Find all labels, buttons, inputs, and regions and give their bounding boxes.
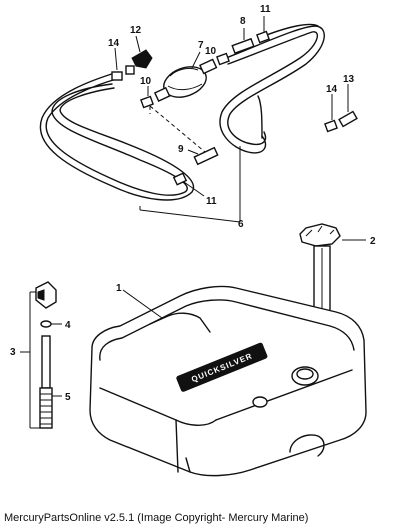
- callout-4: 4: [65, 320, 71, 331]
- callout-8: 8: [240, 16, 246, 27]
- callout-14-right: 14: [326, 84, 338, 95]
- callout-10-lower: 10: [140, 76, 152, 87]
- copyright-footer: MercuryPartsOnline v2.5.1 (Image Copyrig…: [4, 512, 309, 524]
- engine-connector-13: [338, 110, 358, 128]
- callout-9: 9: [178, 144, 184, 155]
- callout-5: 5: [65, 392, 71, 403]
- pickup-tube-assembly: [35, 281, 57, 429]
- callout-10-upper: 10: [205, 46, 217, 57]
- clamp-11-lower: [172, 172, 188, 186]
- clamp-11-top: [256, 30, 270, 44]
- callout-14-left: 14: [108, 38, 120, 49]
- tank-connector-12: [131, 49, 153, 69]
- callout-11-lower: 11: [206, 196, 217, 207]
- nut-14-left: [111, 71, 123, 81]
- fuel-tank: QUICKSILVER: [89, 285, 367, 477]
- callout-2: 2: [370, 236, 376, 247]
- callout-6: 6: [238, 219, 244, 230]
- hose-connector-8: [231, 37, 255, 55]
- clamp-10-lower: [140, 95, 154, 109]
- hose-connector-9: [193, 146, 219, 166]
- callout-13: 13: [343, 74, 355, 85]
- leader-lines: [20, 16, 366, 429]
- callout-numbers: 1 2 3 4 5 6 7 8 9 10 10 11 11 12 13 14 1…: [10, 4, 376, 403]
- fuel-line-hose-assembly: [39, 23, 325, 201]
- callout-12: 12: [130, 25, 142, 36]
- callout-1: 1: [116, 283, 122, 294]
- primer-bulb: [153, 58, 218, 102]
- nut-14-right: [324, 119, 338, 133]
- callout-3: 3: [10, 347, 16, 358]
- clamp-10-top: [216, 52, 230, 66]
- callout-11-top: 11: [260, 4, 271, 15]
- connector-stem-12: [125, 65, 135, 75]
- callout-7: 7: [198, 40, 204, 51]
- fittings: [111, 30, 358, 186]
